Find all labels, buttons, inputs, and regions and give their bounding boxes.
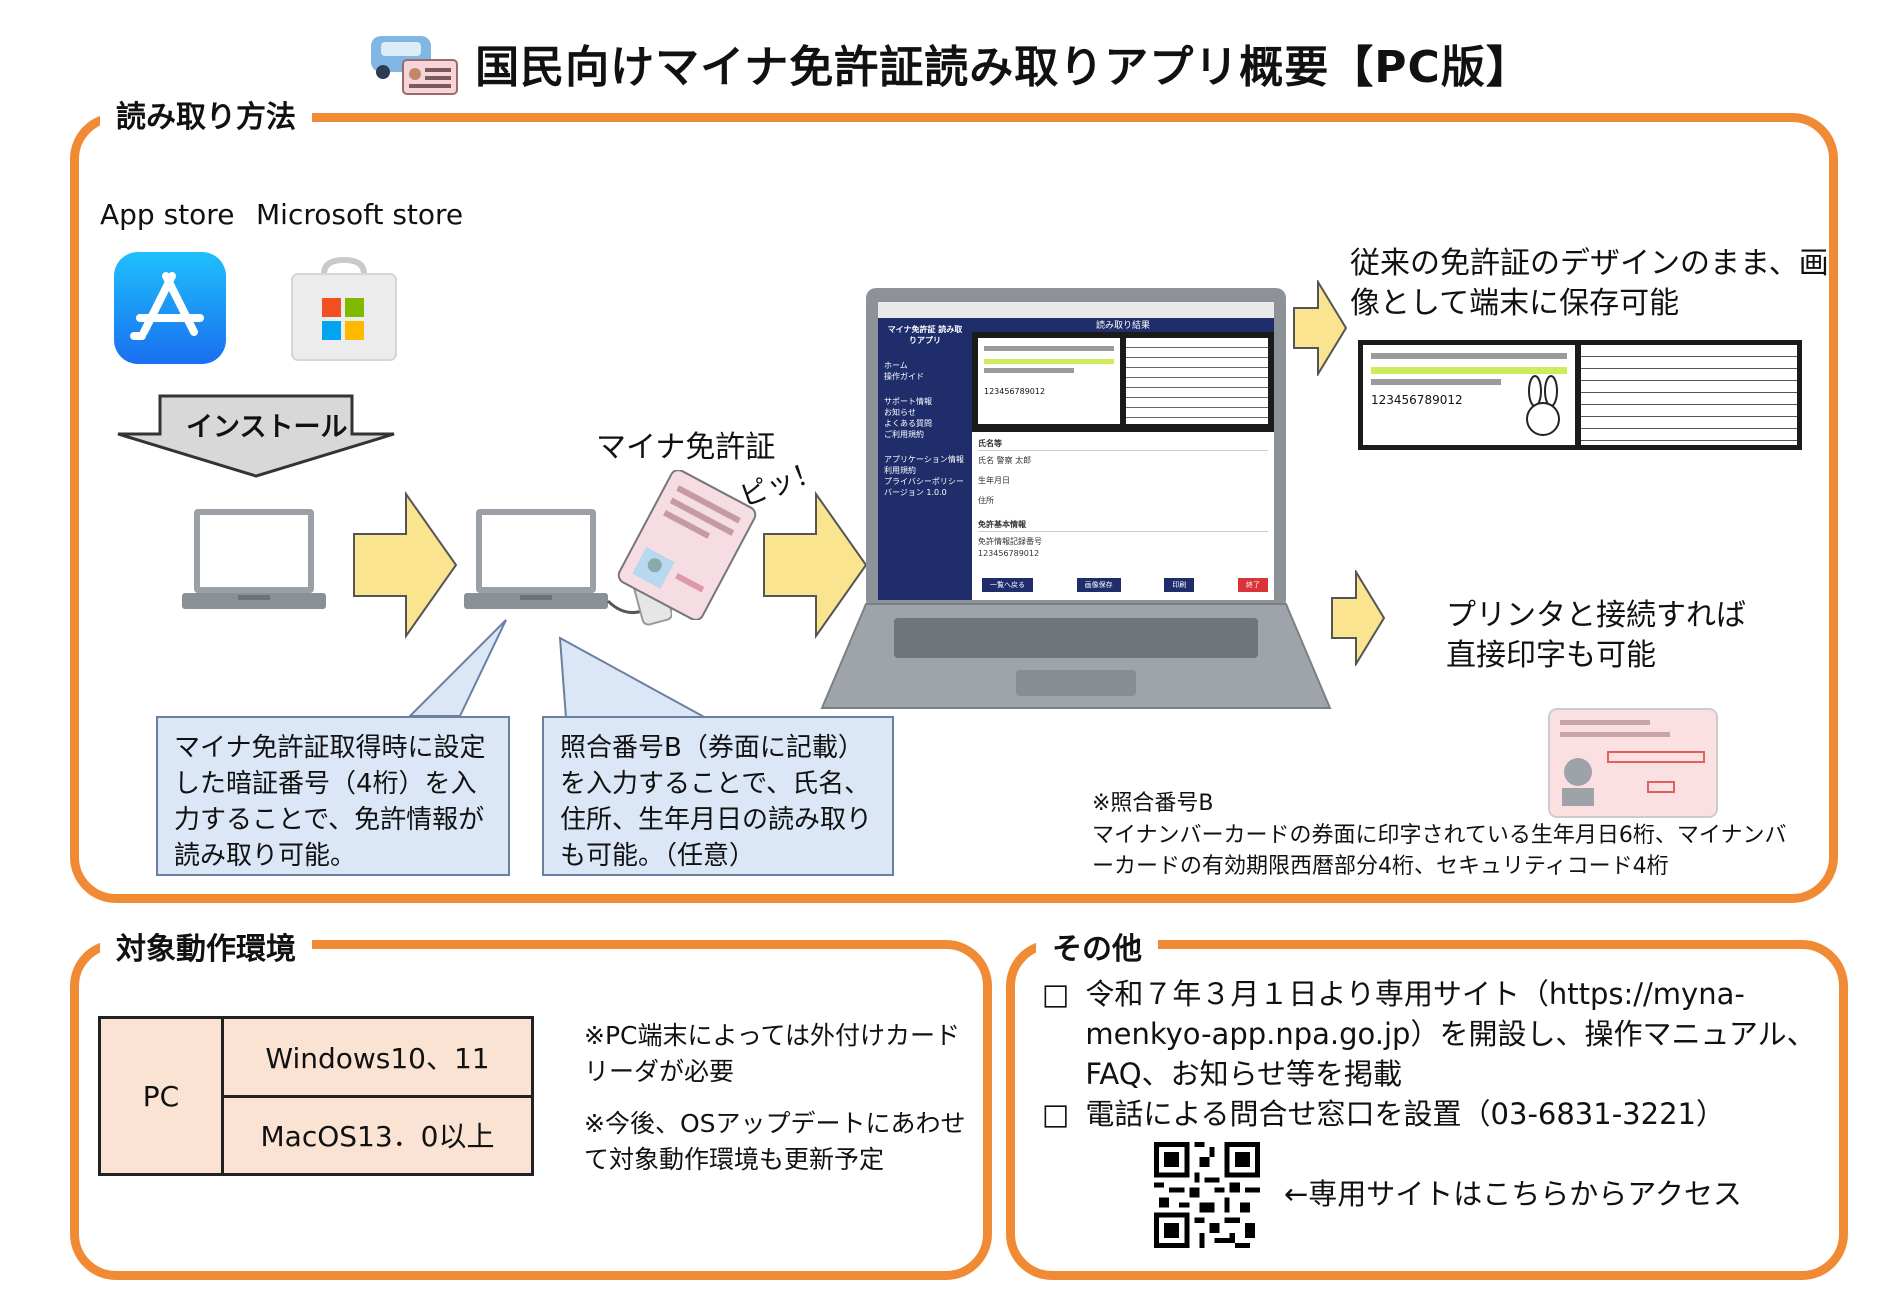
rabbit-icon bbox=[1526, 375, 1560, 436]
field-birth: 生年月日 bbox=[978, 476, 1010, 485]
qr-code-icon[interactable] bbox=[1154, 1142, 1260, 1248]
print-button[interactable]: 印刷 bbox=[1164, 578, 1195, 592]
saved-license-number: 123456789012 bbox=[1371, 393, 1463, 407]
callout-pointer bbox=[407, 619, 507, 717]
app-window: マイナ免許証 読み取りアプリ ホーム 操作ガイド サポート情報 お知らせ よくあ… bbox=[878, 302, 1274, 600]
sidebar-item-terms[interactable]: ご利用規約 bbox=[884, 430, 924, 439]
microsoft-store-label: Microsoft store bbox=[256, 198, 464, 231]
mynumber-card-icon bbox=[617, 470, 757, 620]
section-basic: 免許基本情報 bbox=[978, 519, 1268, 532]
laptop-keyboard-base bbox=[820, 603, 1332, 709]
other-heading: その他 bbox=[1036, 924, 1158, 968]
sidebar-item-news[interactable]: お知らせ bbox=[884, 408, 916, 417]
microsoft-store-icon[interactable] bbox=[288, 252, 400, 364]
card-label: マイナ免許証 bbox=[596, 430, 776, 465]
field-license-no: 免許情報記録番号 bbox=[978, 537, 1042, 546]
os-mac: MacOS13．0以上 bbox=[221, 1094, 534, 1176]
app-license-preview: 123456789012 bbox=[972, 332, 1274, 432]
callout-code: 照合番号B（券面に記載）を入力することで、氏名、住所、生年月日の読み取りも可能。… bbox=[542, 716, 894, 876]
page-title: 国民向けマイナ免許証読み取りアプリ概要【PC版】 bbox=[475, 42, 1531, 93]
save-image-button[interactable]: 画像保存 bbox=[1076, 578, 1121, 592]
callout-pin: マイナ免許証取得時に設定した暗証番号（4桁）を入力することで、免許情報が読み取り… bbox=[156, 716, 510, 876]
field-address: 住所 bbox=[978, 496, 994, 505]
install-label: インストール bbox=[186, 412, 348, 443]
note-body: マイナンバーカードの券面に印字されている生年月日6桁、マイナンバーカードの有効期… bbox=[1092, 823, 1787, 879]
sidebar-item-privacy[interactable]: プライバシーポリシー bbox=[884, 477, 964, 486]
arrow-right-icon bbox=[1293, 280, 1348, 376]
other-item-phone: □ 電話による問合せ窓口を設置（03-6831-3221） bbox=[1042, 1094, 1820, 1134]
other-panel bbox=[1006, 940, 1848, 1280]
checkbox-icon: □ bbox=[1042, 1097, 1070, 1131]
app-name: マイナ免許証 読み取りアプリ bbox=[887, 325, 963, 345]
arrow-right-icon bbox=[353, 490, 458, 640]
page-title-row: 国民向けマイナ免許証読み取りアプリ概要【PC版】 bbox=[0, 30, 1900, 107]
sidebar-item-appinfo[interactable]: アプリケーション情報 bbox=[884, 455, 964, 464]
environment-heading: 対象動作環境 bbox=[100, 924, 312, 968]
qr-caption: ←専用サイトはこちらからアクセス bbox=[1284, 1177, 1742, 1211]
env-note-update: ※今後、OSアップデートにあわせて対象動作環境も更新予定 bbox=[584, 1109, 966, 1174]
app-result-header: 読み取り結果 bbox=[972, 318, 1274, 332]
reading-panel bbox=[70, 113, 1838, 903]
callout-pointer bbox=[558, 636, 707, 719]
print-text: プリンタと接続すれば直接印字も可能 bbox=[1446, 598, 1746, 673]
os-windows: Windows10、11 bbox=[221, 1016, 534, 1098]
sidebar-item-faq[interactable]: よくある質問 bbox=[884, 419, 932, 428]
device-cell: PC bbox=[98, 1016, 224, 1176]
field-license-no-value: 123456789012 bbox=[978, 549, 1040, 558]
sidebar-item-guide[interactable]: 操作ガイド bbox=[884, 372, 924, 381]
sidebar-item-home[interactable]: ホーム bbox=[884, 361, 908, 370]
sidebar-item-version: バージョン 1.0.0 bbox=[884, 488, 947, 497]
env-note-reader: ※PC端末によっては外付けカードリーダが必要 bbox=[584, 1021, 960, 1086]
app-titlebar bbox=[878, 302, 1274, 318]
section-name: 氏名等 bbox=[978, 438, 1268, 451]
environment-table: PC Windows10、11 MacOS13．0以上 bbox=[98, 1016, 534, 1176]
save-text: 従来の免許証のデザインのまま、画像として端末に保存可能 bbox=[1350, 246, 1829, 321]
sidebar-item-support[interactable]: サポート情報 bbox=[884, 397, 932, 406]
sidebar-item-rules[interactable]: 利用規約 bbox=[884, 466, 916, 475]
app-sidebar: マイナ免許証 読み取りアプリ ホーム 操作ガイド サポート情報 お知らせ よくあ… bbox=[878, 318, 972, 600]
other-item-site-text: 令和７年３月１日より専用サイト（https://myna-menkyo-app.… bbox=[1085, 977, 1816, 1091]
app-result-title: 読み取り結果 bbox=[1095, 321, 1150, 331]
other-item-phone-text: 電話による問合せ窓口を設置（03-6831-3221） bbox=[1085, 1097, 1725, 1131]
reading-heading: 読み取り方法 bbox=[100, 92, 312, 136]
mynumber-card-front-icon bbox=[1548, 708, 1718, 818]
arrow-right-icon bbox=[763, 490, 868, 640]
saved-license-image: 123456789012 bbox=[1358, 340, 1802, 450]
other-item-site: □ 令和７年３月１日より専用サイト（https://myna-menkyo-ap… bbox=[1042, 974, 1820, 1094]
checkbox-icon: □ bbox=[1042, 977, 1070, 1011]
app-store-label: App store bbox=[100, 198, 235, 231]
arrow-right-icon bbox=[1331, 570, 1386, 666]
laptop-icon bbox=[182, 509, 326, 609]
preview-license-number: 123456789012 bbox=[984, 387, 1046, 396]
exit-button[interactable]: 終了 bbox=[1237, 578, 1268, 592]
environment-panel bbox=[70, 940, 992, 1280]
app-store-icon[interactable] bbox=[114, 252, 226, 364]
field-name: 氏名 警察 太郎 bbox=[978, 456, 1032, 465]
back-button[interactable]: 一覧へ戻る bbox=[982, 578, 1033, 592]
install-arrow-icon bbox=[117, 394, 395, 478]
car-license-icon bbox=[371, 36, 459, 95]
note-title: ※照合番号B bbox=[1092, 791, 1214, 816]
